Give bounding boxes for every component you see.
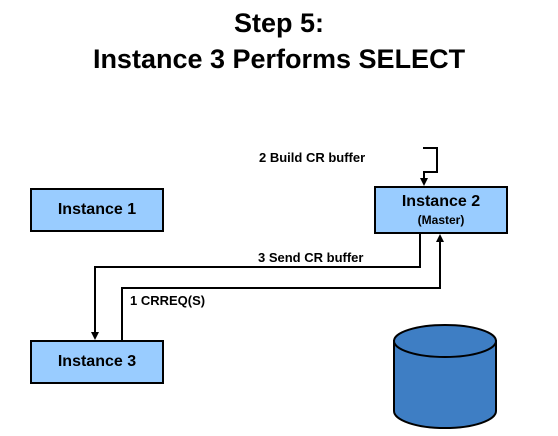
instance-2-sublabel: (Master) bbox=[417, 213, 465, 227]
crreq-label: 1 CRREQ(S) bbox=[130, 293, 206, 308]
title-line-1: Step 5: bbox=[233, 8, 325, 38]
instance-2-label: Instance 2 bbox=[401, 193, 481, 210]
database-cylinder-icon bbox=[393, 324, 497, 429]
instance-3-label: Instance 3 bbox=[57, 353, 137, 370]
instance-1-label: Instance 1 bbox=[57, 201, 137, 218]
instance-1-box: Instance 1 bbox=[30, 188, 164, 232]
send-cr-buffer-arrow bbox=[91, 234, 421, 340]
crreq-arrow bbox=[121, 234, 444, 340]
send-cr-buffer-label: 3 Send CR buffer bbox=[258, 250, 364, 265]
instance-3-box: Instance 3 bbox=[30, 340, 164, 384]
title-line-2: Instance 3 Performs SELECT bbox=[92, 44, 466, 74]
build-cr-buffer-label: 2 Build CR buffer bbox=[259, 150, 366, 165]
build-cr-buffer-arrow bbox=[420, 147, 438, 186]
instance-2-box: Instance 2 (Master) bbox=[374, 186, 508, 234]
